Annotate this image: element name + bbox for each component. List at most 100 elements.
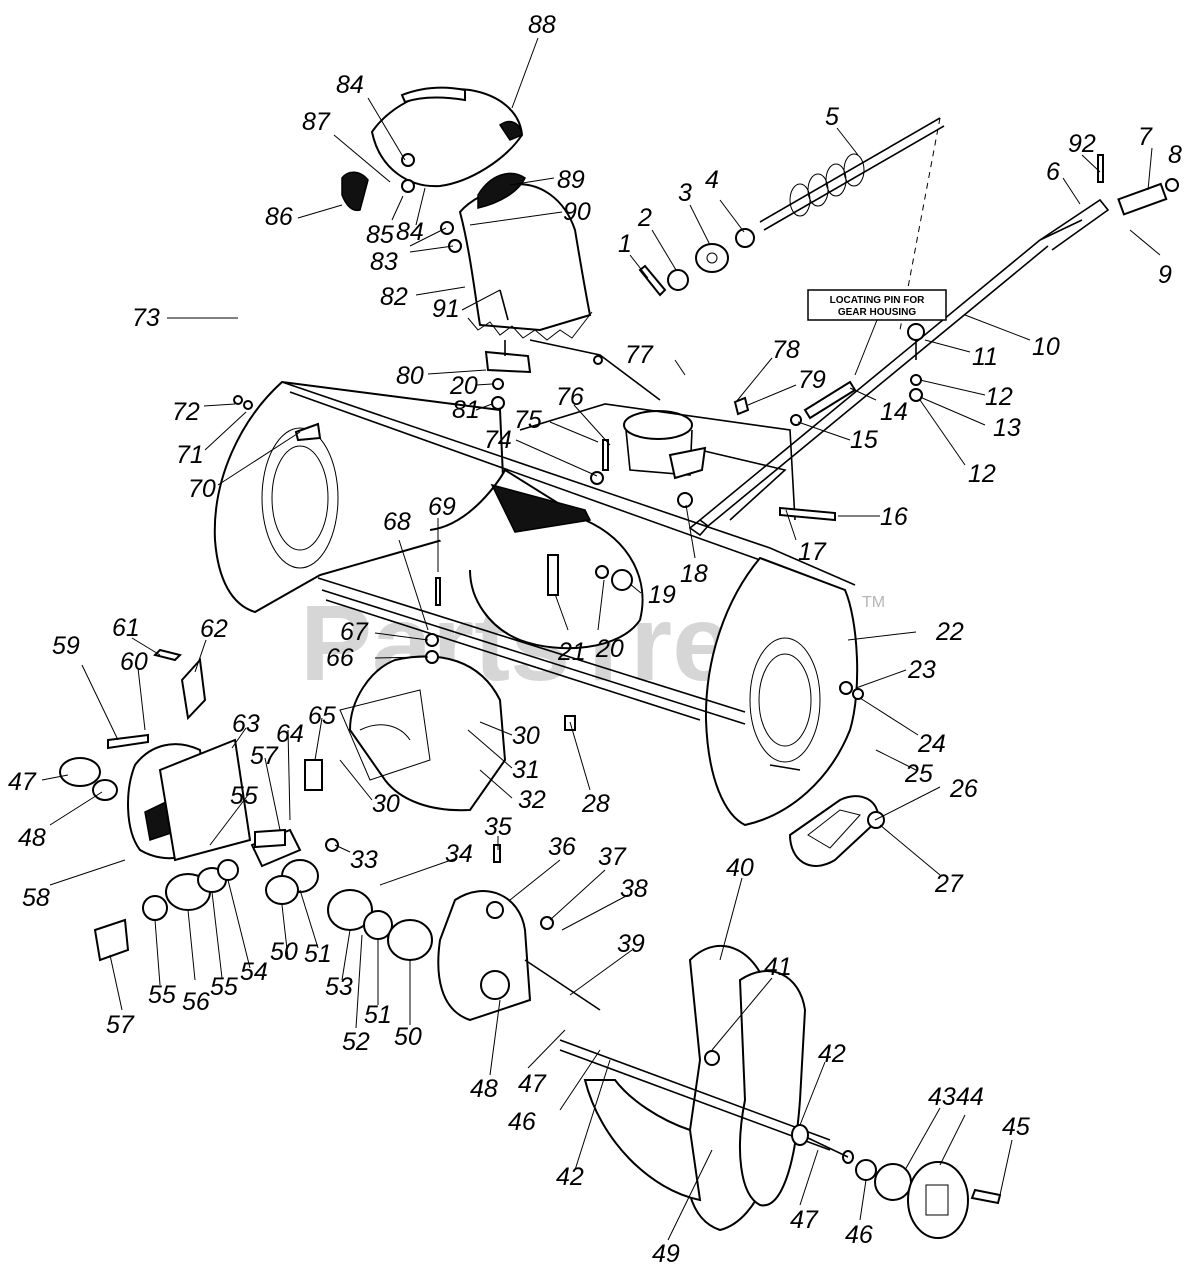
part-number: 83 [370,248,398,276]
part-number: 51 [364,1001,392,1029]
part-number: 41 [764,953,792,981]
part-number: 64 [276,720,304,748]
part-number: 11 [972,343,998,371]
part-number: 47 [8,768,37,796]
control-rod [688,178,1179,537]
part-number: 5 [825,103,839,131]
part-number: 27 [934,870,964,898]
part-number: 80 [396,362,424,390]
auger-housing [213,380,859,827]
part-number: 3 [678,179,692,207]
part-number: 84 [336,71,364,99]
part-number: 38 [620,875,648,903]
callout-line-2: GEAR HOUSING [838,307,917,318]
part-number: 30 [372,790,400,818]
part-number: 43 [928,1083,956,1111]
part-number: 61 [112,614,140,642]
part-number: 42 [556,1163,584,1191]
part-number: 12 [968,460,996,488]
callout-locating-pin: LOCATING PIN FOR GEAR HOUSING [807,289,947,376]
callout-line-1: LOCATING PIN FOR [830,295,926,306]
part-number: 65 [308,702,336,730]
part-number: 67 [340,618,369,646]
part-number: 22 [935,618,964,646]
part-number: 23 [907,656,936,684]
part-number: 53 [325,973,353,1001]
part-number: 40 [726,854,754,882]
bearing-flange [807,1137,1002,1239]
part-number: 71 [176,441,204,469]
part-number: 50 [270,938,298,966]
part-number: 2 [637,204,652,232]
part-number: 30 [512,722,540,750]
part-number: 56 [182,988,210,1016]
part-number: 52 [342,1028,370,1056]
skid-shoe [769,764,885,867]
leader-lines [41,37,1161,1241]
impeller [559,944,831,1232]
part-number: 44 [956,1083,984,1111]
part-number: 88 [528,11,556,39]
part-number: 55 [210,973,238,1001]
part-number: 26 [949,775,978,803]
part-number: 55 [230,782,258,810]
part-number: 66 [326,644,354,672]
part-number: 75 [514,406,542,434]
watermark-tm: TM [862,594,885,611]
part-number: 33 [350,846,378,874]
part-number: 50 [394,1023,422,1051]
part-number: 74 [484,426,512,454]
part-number: 32 [518,786,546,814]
part-number: 12 [985,383,1013,411]
part-number: 19 [648,581,676,609]
part-number: 92 [1068,130,1096,158]
part-number: 7 [1138,123,1153,151]
part-number: 6 [1046,158,1060,186]
part-number: 72 [172,398,200,426]
part-number: 4 [705,166,719,194]
part-number: 9 [1158,261,1172,289]
part-number: 28 [581,790,610,818]
part-number: 20 [449,372,478,400]
part-number: 39 [617,930,645,958]
part-number: 54 [240,958,268,986]
part-number: 25 [904,760,933,788]
part-number: 34 [445,840,473,868]
part-number: 46 [508,1108,536,1136]
part-number: 78 [772,336,800,364]
part-number: 82 [380,283,408,311]
part-number: 68 [383,508,411,536]
part-number: 89 [557,166,585,194]
part-number: 85 [366,221,394,249]
part-number: 63 [232,710,260,738]
part-number: 49 [652,1240,680,1268]
part-number: 36 [548,833,576,861]
part-number: 16 [880,503,908,531]
gear-housing [59,655,601,1022]
part-number: 73 [132,304,160,332]
shaft-spring [638,117,945,331]
part-number: 57 [106,1011,135,1039]
part-number: 84 [396,218,424,246]
part-number: 51 [304,940,332,968]
part-number: 91 [432,295,460,323]
part-number: 62 [200,615,228,643]
part-number: 58 [22,884,50,912]
part-number: 24 [917,730,946,758]
part-number: 48 [18,824,46,852]
part-number-labels: 88 84 87 86 85 84 89 90 83 82 91 5 92 7 … [8,11,1182,1268]
part-number: 77 [625,341,654,369]
part-number: 90 [563,198,591,226]
part-number: 87 [302,108,331,136]
part-number: 45 [1002,1113,1030,1141]
part-number: 18 [680,560,708,588]
part-number: 35 [484,813,512,841]
hardware [107,154,1104,930]
part-number: 15 [850,426,878,454]
part-number: 46 [845,1221,873,1249]
part-number: 37 [598,843,627,871]
part-number: 59 [52,632,80,660]
part-number: 47 [790,1206,819,1234]
part-number: 42 [818,1040,846,1068]
part-number: 47 [518,1070,547,1098]
